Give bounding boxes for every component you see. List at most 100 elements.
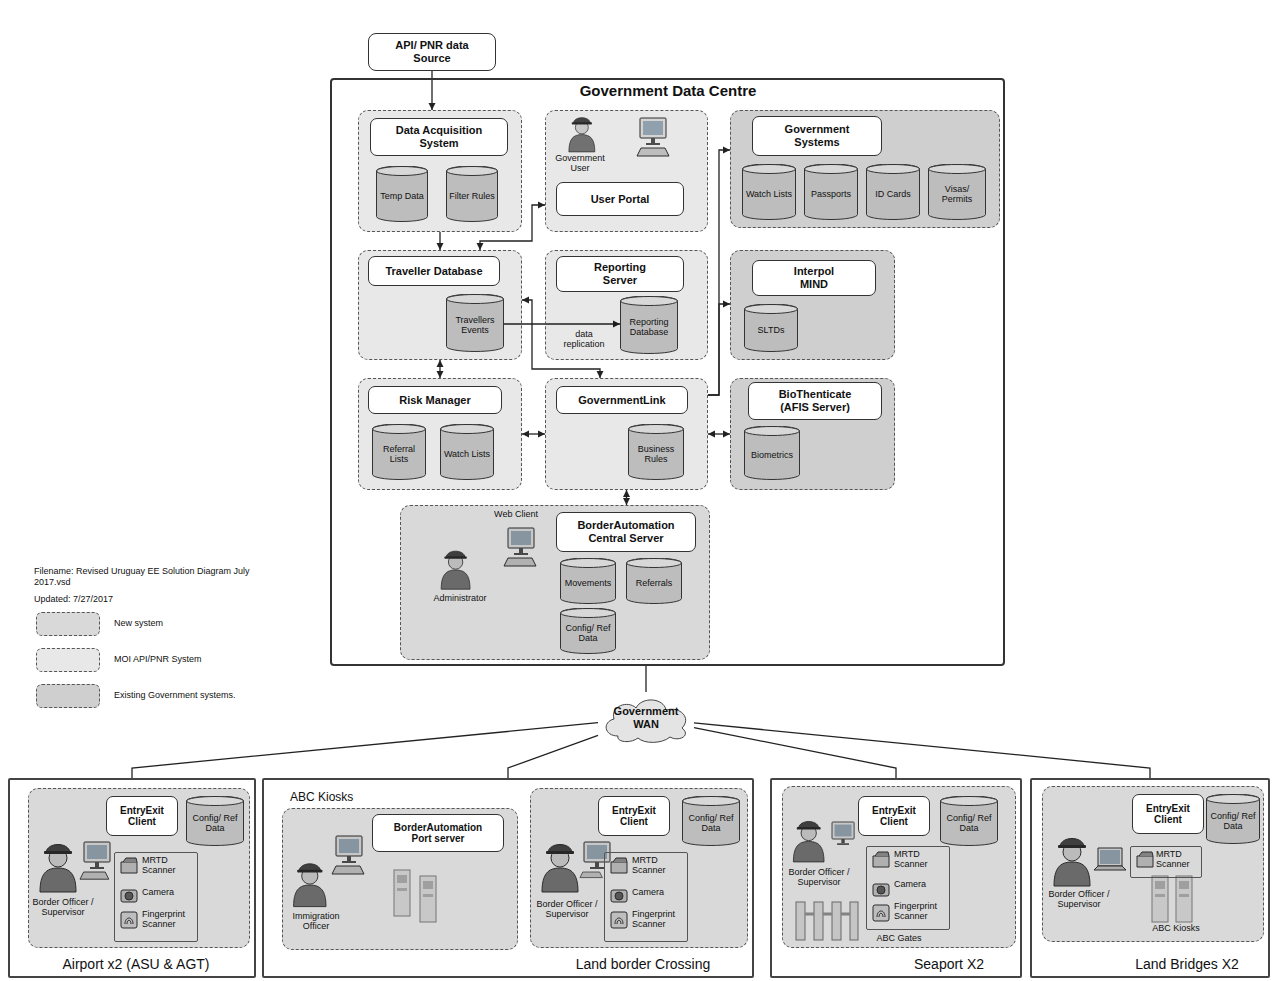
cylinder-top: [745, 427, 800, 436]
device-label: MRTD Scanner: [142, 856, 196, 880]
label-text: Visas/ Permits: [931, 185, 983, 205]
connector-line: [708, 304, 730, 395]
connector: [437, 360, 444, 378]
arrow-head: [437, 371, 444, 378]
cylinder-top: [1207, 795, 1260, 804]
icon-caption: Immigration Officer: [284, 912, 348, 936]
edge-label-slot: data replication: [556, 330, 612, 350]
arrow-head: [429, 103, 436, 110]
cloud-outline: [606, 700, 686, 742]
cylinder-body: [929, 164, 986, 219]
label-text: Airport x2 (ASU & AGT): [20, 956, 252, 972]
label-text: MRTD Scanner: [632, 856, 686, 876]
label-text: Border Officer / Supervisor: [1046, 890, 1112, 910]
connector-line: [694, 723, 1150, 778]
system-group: ABC KiosksBorderAutomation Port serverIm…: [282, 808, 518, 950]
icon-caption: ABC Gates: [866, 934, 932, 946]
database-cylinder: Referral Lists: [372, 424, 426, 480]
arrow-head: [597, 371, 604, 378]
database-cylinder: SLTDs: [744, 304, 798, 352]
connector: [623, 490, 630, 505]
legend-slot: Existing Government systems.: [114, 690, 314, 700]
label-text: Data Acquisition System: [389, 124, 489, 149]
site-panel: Seaport X2EntryExit ClientBorder Officer…: [770, 778, 1022, 978]
arrow-head: [522, 297, 529, 304]
label-text: Watch Lists: [745, 190, 793, 200]
header-box: BioThenticate (AFIS Server): [748, 382, 882, 420]
label-text: Border Officer / Supervisor: [30, 898, 96, 918]
data-centre-frame: Government Data CentreData Acquisition S…: [330, 78, 1005, 666]
cylinder-body: [745, 304, 798, 352]
legend-slot: MOI API/PNR System: [114, 654, 314, 664]
label-text: Administrator: [420, 594, 500, 604]
database-cylinder: Config/ Ref Data: [682, 796, 740, 846]
device-label: MRTD Scanner: [632, 856, 686, 880]
label-text: Risk Manager: [377, 394, 493, 407]
device-label: MRTD Scanner: [1156, 850, 1200, 874]
cylinder-top: [373, 425, 426, 434]
icon-caption: Border Officer / Supervisor: [30, 898, 96, 922]
label-text: Government WAN: [608, 705, 684, 730]
arrow-head: [477, 243, 484, 250]
header-box: GovernmentLink: [556, 386, 688, 414]
system-group: EntryExit ClientBorder Officer / Supervi…: [1042, 786, 1264, 942]
legend-text: New system: [114, 618, 314, 628]
device-list: MRTD ScannerCameraFingerprint Scanner: [604, 852, 688, 942]
cylinder-body: [187, 796, 244, 845]
site-panel: Airport x2 (ASU & AGT) EntryExit ClientBo…: [8, 778, 256, 978]
cylinder-top: [447, 295, 504, 304]
label-text: BorderAutomation Port server: [387, 822, 489, 845]
connector-line: [694, 728, 896, 778]
label-text: Config/ Ref Data: [685, 814, 737, 834]
system-group: EntryExit ClientBorder Officer / Supervi…: [782, 786, 1016, 948]
group-heading: ABC Kiosks: [290, 790, 390, 806]
note-slot: Filename: Revised Uruguay EE Solution Di…: [34, 566, 274, 588]
arrow-head: [723, 147, 730, 154]
label-text: Travellers Events: [449, 316, 501, 336]
device-list: MRTD ScannerCameraFingerprint Scanner: [866, 846, 950, 930]
site-panel: Land Bridges X2EntryExit ClientBorder Of…: [1030, 778, 1270, 978]
label-text: Web Client: [484, 510, 548, 520]
database-cylinder: Referrals: [626, 558, 682, 604]
cylinder-top: [683, 797, 740, 806]
label-text: Camera: [142, 888, 196, 898]
connector: [429, 71, 436, 110]
arrow-head: [723, 431, 730, 438]
label-text: Referrals: [629, 579, 679, 589]
system-group: Risk ManagerReferral ListsWatch Lists: [358, 378, 522, 490]
database-cylinder: Movements: [560, 558, 616, 604]
cylinder-top: [187, 797, 244, 806]
label-text: ABC Kiosks: [1140, 924, 1212, 934]
cylinder-body: [743, 164, 796, 220]
database-cylinder: Config/ Ref Data: [560, 608, 616, 654]
label-text: Border Officer / Supervisor: [786, 868, 852, 888]
connector: [708, 301, 730, 396]
connector-line: [508, 735, 598, 778]
label-text: EntryExit Client: [111, 805, 173, 828]
cylinder-top: [561, 559, 616, 568]
connector-line: [132, 723, 598, 778]
database-cylinder: Visas/ Permits: [928, 164, 986, 220]
note-text: Filename: Revised Uruguay EE Solution Di…: [34, 566, 274, 588]
cylinder-body: [373, 424, 426, 480]
system-group: Interpol MINDSLTDs: [730, 250, 895, 360]
label-text: ID Cards: [869, 190, 917, 200]
site-caption: Land border Crossing: [536, 956, 750, 976]
arrow-head: [623, 498, 630, 505]
icon-caption: ABC Kiosks: [1140, 924, 1212, 936]
label-text: EntryExit Client: [863, 805, 925, 828]
system-group: Data Acquisition SystemTemp DataFilter R…: [358, 110, 522, 232]
cylinder-body: [941, 796, 998, 845]
cylinder-body: [621, 296, 678, 353]
label-text: Biometrics: [747, 451, 797, 461]
connector: [694, 723, 1150, 778]
frame-title: Government Data Centre: [548, 82, 788, 102]
connector: [132, 723, 598, 778]
label-text: Config/ Ref Data: [189, 814, 241, 834]
header-box: BorderAutomation Central Server: [556, 512, 696, 552]
database-cylinder: Temp Data: [376, 166, 428, 222]
label-text: Camera: [632, 888, 686, 898]
legend-text: Existing Government systems.: [114, 690, 314, 700]
cylinder-top: [441, 425, 494, 434]
